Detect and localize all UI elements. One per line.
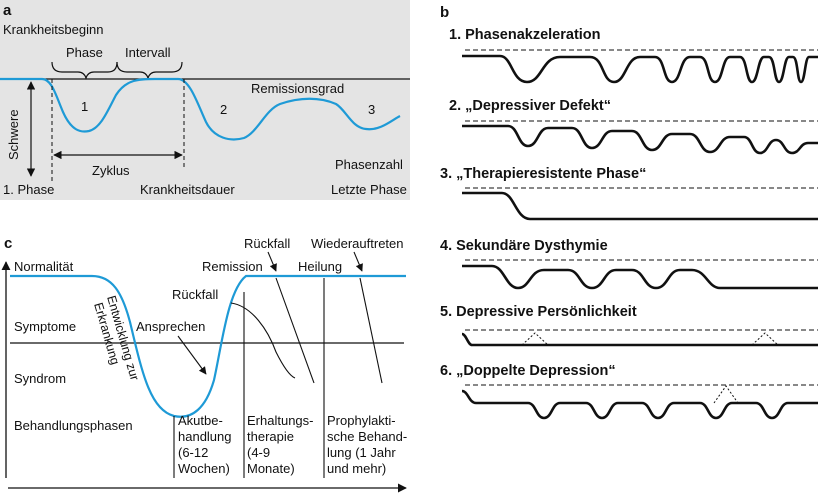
response-label: Ansprechen bbox=[136, 319, 205, 334]
pattern-1-curve bbox=[462, 54, 818, 84]
pattern-6-title: 6. „Doppelte Depression“ bbox=[440, 363, 616, 379]
panel-a: a Krankheitsbeginn Phase Intervall Remis… bbox=[0, 0, 410, 200]
maintenance-line-4: Monate) bbox=[247, 461, 295, 476]
onset-label: Krankheitsbeginn bbox=[3, 22, 103, 37]
panel-a-letter: a bbox=[3, 2, 12, 19]
cycle-label: Zyklus bbox=[92, 163, 130, 178]
duration-label: Krankheitsdauer bbox=[140, 182, 235, 197]
pattern-5-episode-1 bbox=[521, 332, 549, 346]
course-curve bbox=[0, 77, 401, 141]
phase-brace bbox=[51, 61, 118, 80]
treatment-phases-label: Behandlungsphasen bbox=[14, 418, 133, 433]
recurrence-decline-line bbox=[359, 277, 383, 384]
first-phase-label: 1. Phase bbox=[3, 182, 54, 197]
pattern-5-curve bbox=[461, 332, 818, 347]
pattern-6-curve bbox=[461, 389, 818, 420]
recurrence-label: Wiederauftreten bbox=[311, 236, 404, 251]
relapse-decline-line bbox=[275, 277, 315, 384]
episode-1-number: 1 bbox=[81, 99, 88, 114]
phase-label: Phase bbox=[66, 45, 103, 60]
panel-b-letter: b bbox=[440, 4, 449, 21]
acute-line-3: (6-12 bbox=[178, 445, 208, 460]
acute-line-4: Wochen) bbox=[178, 461, 230, 476]
prophylactic-line-4: und mehr) bbox=[327, 461, 386, 476]
syndrome-label: Syndrom bbox=[14, 371, 66, 386]
prophylactic-line-1: Prophylakti- bbox=[327, 413, 396, 428]
relapse-top-label: Rückfall bbox=[244, 236, 290, 251]
maintenance-line-3: (4-9 bbox=[247, 445, 270, 460]
pattern-1-title: 1. Phasenakzeleration bbox=[449, 27, 601, 43]
pattern-6-episode bbox=[713, 385, 739, 404]
relapse-left-curve bbox=[230, 302, 296, 379]
normality-label: Normalität bbox=[14, 259, 74, 274]
remission-label: Remission bbox=[202, 259, 263, 274]
episode-2-number: 2 bbox=[220, 102, 227, 117]
pattern-3-title: 3. „Therapieresistente Phase“ bbox=[440, 166, 646, 182]
recurrence-arrow bbox=[353, 251, 363, 272]
pattern-4-curve bbox=[462, 264, 818, 290]
panel-c: c Normalität Symptome Syndrom Behandlung… bbox=[1, 235, 407, 493]
pattern-2-title: 2. „Depressiver Defekt“ bbox=[449, 98, 611, 114]
pattern-5-episode-2 bbox=[751, 332, 779, 346]
relapse-top-arrow bbox=[267, 251, 277, 272]
prophylactic-treatment-label: Prophylakti- sche Behand- lung (1 Jahr u… bbox=[327, 413, 407, 476]
symptoms-label: Symptome bbox=[14, 319, 76, 334]
maintenance-therapy-label: Erhaltungs- therapie (4-9 Monate) bbox=[247, 413, 313, 476]
interval-label: Intervall bbox=[125, 45, 171, 60]
recovery-label: Heilung bbox=[298, 259, 342, 274]
last-phase-label: Letzte Phase bbox=[331, 182, 407, 197]
relapse-left-label: Rückfall bbox=[172, 287, 218, 302]
panel-c-letter: c bbox=[4, 235, 12, 252]
pattern-5-title: 5. Depressive Persönlichkeit bbox=[440, 304, 637, 320]
interval-brace bbox=[116, 61, 183, 80]
episode-3-number: 3 bbox=[368, 102, 375, 117]
maintenance-line-1: Erhaltungs- bbox=[247, 413, 313, 428]
panel-b: b 1. Phasenakzeleration 2. „Depressiver … bbox=[440, 4, 818, 420]
prophylactic-line-3: lung (1 Jahr bbox=[327, 445, 396, 460]
acute-line-1: Akutbe- bbox=[178, 413, 223, 428]
pattern-4-title: 4. Sekundäre Dysthymie bbox=[440, 238, 608, 254]
acute-line-2: handlung bbox=[178, 429, 232, 444]
prophylactic-line-2: sche Behand- bbox=[327, 429, 407, 444]
acute-treatment-label: Akutbe- handlung (6-12 Wochen) bbox=[178, 413, 232, 476]
remission-degree-label: Remissionsgrad bbox=[251, 81, 344, 96]
phase-count-label: Phasenzahl bbox=[335, 157, 403, 172]
pattern-2-curve bbox=[462, 124, 818, 155]
maintenance-line-2: therapie bbox=[247, 429, 294, 444]
panel-a-background bbox=[0, 0, 410, 200]
response-arrow bbox=[177, 335, 207, 375]
pattern-3-curve bbox=[462, 191, 818, 221]
severity-label: Schwere bbox=[6, 109, 21, 160]
